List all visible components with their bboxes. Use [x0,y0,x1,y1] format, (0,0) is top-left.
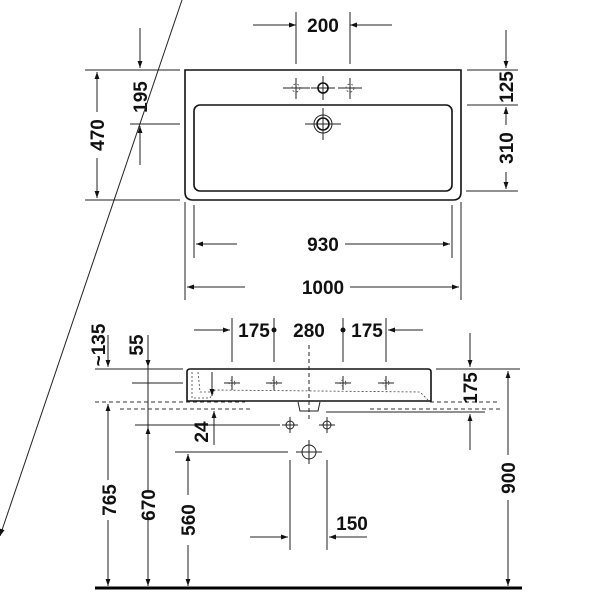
dim-765: 765 [100,484,121,516]
dim-310: 310 [497,132,518,164]
dim-150: 150 [336,514,368,535]
dim-175-right: 175 [351,321,383,342]
dim-175-height: 175 [461,372,482,404]
dim-280: 280 [293,321,325,342]
drain-top [305,108,341,140]
dim-930: 930 [307,235,339,256]
dim-175-left: 175 [238,321,270,342]
dim-55: 55 [127,334,148,356]
tap-holes-top [283,76,362,100]
pointer-arrow [0,0,183,537]
tap-markers-front [224,376,394,390]
basin-outline-front [186,368,432,402]
dim-125: 125 [497,71,518,103]
bowl-outline-top [193,104,453,192]
dim-24: 24 [192,421,213,443]
dim-135-approx: ~135 [89,323,110,366]
top-view: 200 470 195 125 310 930 1000 [85,12,518,300]
basin-outline-top [184,69,462,201]
dim-470: 470 [88,119,109,151]
supply-connections [282,417,335,464]
dim-200: 200 [307,16,339,37]
front-view: 175 280 175 ~135 55 24 765 670 560 [0,0,522,590]
dim-1000: 1000 [302,278,344,299]
dim-900: 900 [499,462,520,494]
dim-560: 560 [179,504,200,536]
dim-670: 670 [139,489,160,521]
